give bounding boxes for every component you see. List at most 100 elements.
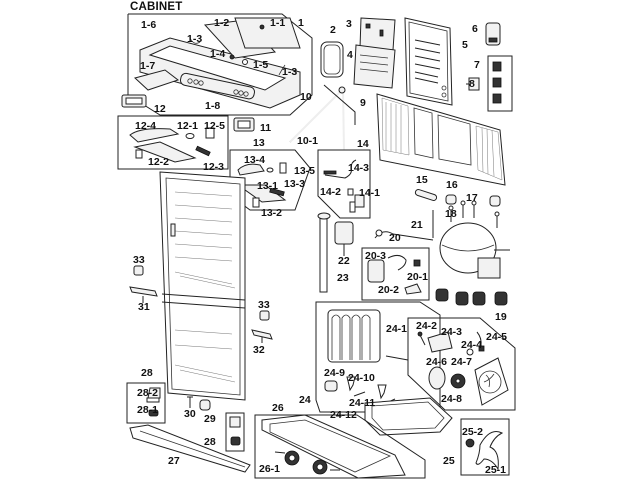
callout-12[interactable]: 12 bbox=[154, 103, 166, 115]
callout-18[interactable]: 18 bbox=[445, 208, 457, 220]
callout-13[interactable]: 13 bbox=[253, 137, 265, 149]
callout-13-3[interactable]: 13-3 bbox=[284, 178, 306, 190]
callout-14-1[interactable]: 14-1 bbox=[359, 187, 381, 199]
callout-8[interactable]: 8 bbox=[469, 78, 475, 90]
callout-13-4[interactable]: 13-4 bbox=[244, 154, 266, 166]
evaporator-coil bbox=[327, 309, 381, 363]
rod-10 bbox=[289, 84, 356, 151]
callout-23[interactable]: 23 bbox=[337, 272, 349, 284]
callout-10[interactable]: 10 bbox=[300, 91, 312, 103]
callout-4[interactable]: 4 bbox=[347, 49, 353, 61]
callout-24-10[interactable]: 24-10 bbox=[348, 372, 375, 384]
part-29 bbox=[199, 399, 211, 411]
callout-26[interactable]: 26 bbox=[272, 402, 284, 414]
callout-5[interactable]: 5 bbox=[462, 39, 468, 51]
callout-6[interactable]: 6 bbox=[472, 23, 478, 35]
callout-1-2[interactable]: 1-2 bbox=[214, 17, 230, 29]
callout-12-4[interactable]: 12-4 bbox=[135, 120, 157, 132]
screws-18 bbox=[448, 200, 500, 228]
callout-13-1[interactable]: 13-1 bbox=[257, 180, 279, 192]
callout-28-1[interactable]: 28-1 bbox=[137, 404, 159, 416]
callout-12-1[interactable]: 12-1 bbox=[177, 120, 199, 132]
callout-24-11[interactable]: 24-11 bbox=[349, 397, 376, 409]
callout-14-2[interactable]: 14-2 bbox=[320, 186, 342, 198]
callout-7[interactable]: 7 bbox=[474, 59, 480, 71]
callout-1-3a[interactable]: 1-3 bbox=[187, 33, 203, 45]
callout-14-3[interactable]: 14-3 bbox=[348, 162, 370, 174]
callout-12-5[interactable]: 12-5 bbox=[204, 120, 226, 132]
callout-16[interactable]: 16 bbox=[446, 179, 458, 191]
callout-24-2[interactable]: 24-2 bbox=[416, 320, 438, 332]
callout-1-6[interactable]: 1-6 bbox=[141, 19, 157, 31]
callout-10-1[interactable]: 10-1 bbox=[297, 135, 319, 147]
callout-1-1[interactable]: 1-1 bbox=[270, 17, 286, 29]
compressor bbox=[439, 222, 510, 279]
fan-motor-24-1-box bbox=[407, 317, 516, 411]
callout-1[interactable]: 1 bbox=[298, 17, 304, 29]
label-4 bbox=[353, 44, 396, 89]
callout-24-3[interactable]: 24-3 bbox=[441, 326, 463, 338]
callout-24-4[interactable]: 24-4 bbox=[461, 339, 483, 351]
callout-24-8[interactable]: 24-8 bbox=[441, 393, 463, 405]
callout-25-1[interactable]: 25-1 bbox=[485, 464, 507, 476]
callout-1-3b[interactable]: 1-3 bbox=[282, 66, 298, 78]
callout-3[interactable]: 3 bbox=[346, 18, 352, 30]
callout-28b[interactable]: 28 bbox=[204, 436, 216, 448]
valve-22 bbox=[334, 221, 354, 245]
callout-11[interactable]: 11 bbox=[260, 122, 272, 134]
part-17 bbox=[489, 195, 501, 207]
callout-9[interactable]: 9 bbox=[360, 97, 366, 109]
callout-1-4[interactable]: 1-4 bbox=[210, 48, 226, 60]
callout-33a[interactable]: 33 bbox=[133, 254, 145, 266]
callout-12-3[interactable]: 12-3 bbox=[203, 161, 225, 173]
cap-33-left bbox=[133, 265, 144, 276]
callout-2[interactable]: 2 bbox=[330, 24, 336, 36]
callout-33b[interactable]: 33 bbox=[258, 299, 270, 311]
callout-32[interactable]: 32 bbox=[253, 344, 265, 356]
callout-27[interactable]: 27 bbox=[168, 455, 180, 467]
callout-25-2[interactable]: 25-2 bbox=[462, 426, 484, 438]
callout-20-1[interactable]: 20-1 bbox=[407, 271, 429, 283]
callout-31[interactable]: 31 bbox=[138, 301, 150, 313]
callout-13-5[interactable]: 13-5 bbox=[294, 165, 316, 177]
callout-24-12[interactable]: 24-12 bbox=[330, 409, 357, 421]
gasket-2 bbox=[320, 41, 344, 78]
base-plate-26 bbox=[254, 414, 426, 479]
callout-1-7[interactable]: 1-7 bbox=[140, 60, 156, 72]
callout-20-3[interactable]: 20-3 bbox=[365, 250, 387, 262]
callout-29[interactable]: 29 bbox=[204, 413, 216, 425]
part-24-9 bbox=[324, 380, 338, 392]
callout-24[interactable]: 24 bbox=[299, 394, 311, 406]
callout-17[interactable]: 17 bbox=[466, 192, 478, 204]
callout-20[interactable]: 20 bbox=[389, 232, 401, 244]
callout-24-1[interactable]: 24-1 bbox=[386, 323, 408, 335]
callout-19[interactable]: 19 bbox=[495, 311, 507, 323]
callout-1-8[interactable]: 1-8 bbox=[205, 100, 221, 112]
callout-14[interactable]: 14 bbox=[357, 138, 369, 150]
cap-33-right bbox=[259, 310, 270, 321]
diagram-title: CABINET bbox=[130, 1, 183, 13]
callout-21[interactable]: 21 bbox=[411, 219, 423, 231]
cabinet-top-assembly bbox=[127, 13, 313, 116]
callout-24-5[interactable]: 24-5 bbox=[486, 331, 508, 343]
callout-28a[interactable]: 28 bbox=[141, 367, 153, 379]
callout-26-1[interactable]: 26-1 bbox=[259, 463, 281, 475]
fan-blade-25-1 bbox=[475, 431, 504, 471]
callout-12-2[interactable]: 12-2 bbox=[148, 156, 170, 168]
hinge-12-box bbox=[117, 115, 229, 170]
callout-20-2[interactable]: 20-2 bbox=[378, 284, 400, 296]
hinge-12-2 bbox=[133, 141, 197, 163]
callout-24-6[interactable]: 24-6 bbox=[426, 356, 448, 368]
callout-24-9[interactable]: 24-9 bbox=[324, 367, 346, 379]
callout-15[interactable]: 15 bbox=[416, 174, 428, 186]
callout-28-2[interactable]: 28-2 bbox=[137, 387, 159, 399]
part-16 bbox=[445, 194, 457, 205]
callout-25[interactable]: 25 bbox=[443, 455, 455, 467]
callout-1-5[interactable]: 1-5 bbox=[253, 59, 269, 71]
callout-24-7[interactable]: 24-7 bbox=[451, 356, 473, 368]
callout-22[interactable]: 22 bbox=[338, 255, 350, 267]
callout-30[interactable]: 30 bbox=[184, 408, 196, 420]
relay-20-box bbox=[361, 247, 430, 301]
callout-13-2[interactable]: 13-2 bbox=[261, 207, 283, 219]
